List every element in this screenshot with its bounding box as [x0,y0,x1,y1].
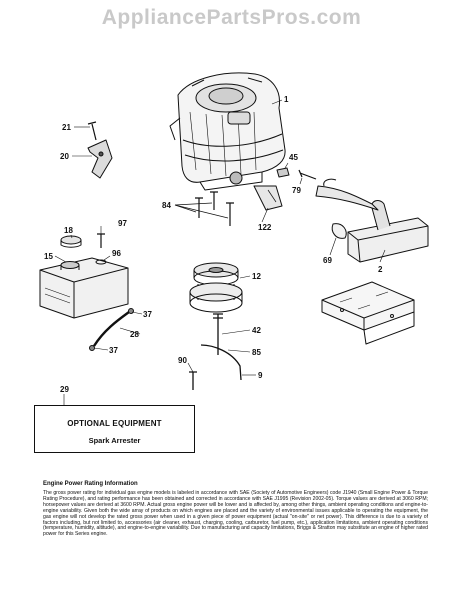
part-122-bracket [253,185,283,211]
bolts-84 [195,191,234,226]
callout-15: 15 [44,252,53,261]
info-body: The gross power rating for individual ga… [43,490,428,538]
callout-97: 97 [118,219,127,228]
mounting-frame [321,281,415,345]
bolt-90 [189,371,197,390]
callout-37-b: 37 [109,346,118,355]
callout-18: 18 [64,226,73,235]
part-45-plug [276,167,290,178]
callout-45: 45 [289,153,298,162]
pulley-12 [189,262,243,313]
callout-1: 1 [284,95,289,104]
callout-122: 122 [258,223,272,232]
engine-power-rating-info: Engine Power Rating Information The gros… [43,481,428,538]
optional-equipment-title: OPTIONAL EQUIPMENT [67,419,162,428]
callout-9: 9 [258,371,263,380]
fuel-cap-18 [60,235,82,245]
gasket-69 [331,223,347,239]
engine-illustration [169,72,286,191]
callout-96: 96 [112,249,121,258]
callout-79: 79 [292,186,301,195]
callout-69: 69 [323,256,332,265]
callout-37-a: 37 [143,310,152,319]
info-title: Engine Power Rating Information [43,481,138,487]
fuel-line-28 [92,311,130,347]
bracket-20 [87,139,113,179]
callout-85: 85 [252,348,261,357]
callout-2: 2 [378,265,383,274]
optional-equipment-box: OPTIONAL EQUIPMENT Spark Arrester [34,405,195,453]
callout-28: 28 [130,330,139,339]
callout-21: 21 [62,123,71,132]
callout-20: 20 [60,152,69,161]
callout-42: 42 [252,326,261,335]
bolt-21 [87,121,97,141]
fuel-tank-15 [39,257,129,319]
bolt-97 [97,233,105,248]
spark-arrester-label: Spark Arrester [88,436,141,445]
callout-84: 84 [162,201,171,210]
site-watermark: AppliancePartsPros.com [101,6,362,29]
callout-29: 29 [60,385,69,394]
washer-96 [95,259,107,265]
bolt-79 [298,169,317,180]
muffler-2 [347,200,429,263]
callout-12: 12 [252,272,261,281]
exhaust-pipe [315,185,379,211]
rod-85 [200,344,242,381]
callout-90: 90 [178,356,187,365]
